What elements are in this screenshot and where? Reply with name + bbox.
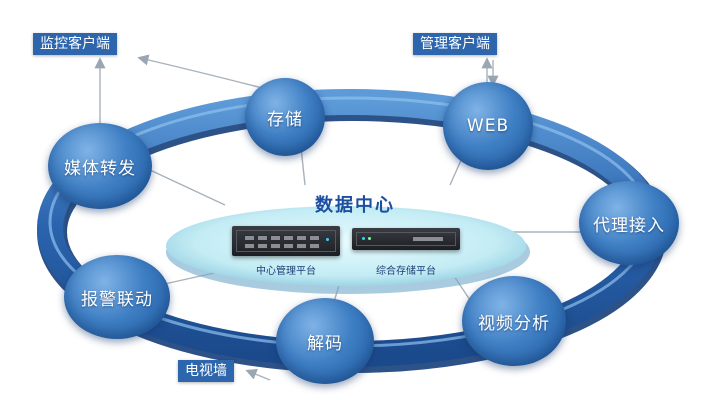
server-left-caption: 中心管理平台 xyxy=(256,266,316,277)
server-left-bay xyxy=(296,235,307,241)
node-proxy-access: 代理接入 xyxy=(579,181,679,265)
server-left-bay xyxy=(309,235,320,241)
node-video-analysis-label: 视频分析 xyxy=(478,313,550,334)
server-left-bay xyxy=(257,235,268,241)
data-center-disc xyxy=(166,206,526,286)
server-left-bay xyxy=(244,235,255,241)
server-left-bay xyxy=(270,235,281,241)
server-left xyxy=(232,226,340,256)
node-storage-label: 存储 xyxy=(267,109,303,130)
server-right-led xyxy=(368,237,371,240)
server-left-bay xyxy=(257,243,268,249)
server-left-bay xyxy=(309,243,320,249)
server-left-bay xyxy=(283,235,294,241)
data-center-title: 数据中心 xyxy=(315,195,395,216)
node-video-analysis: 视频分析 xyxy=(462,276,566,366)
server-left-bay xyxy=(244,243,255,249)
node-storage: 存储 xyxy=(245,78,325,156)
server-right-front xyxy=(356,232,456,246)
server-left-bay xyxy=(296,243,307,249)
node-web-label: WEB xyxy=(466,116,510,136)
tv-wall-label: 电视墙 xyxy=(178,360,234,382)
node-media-forward: 媒体转发 xyxy=(48,123,152,209)
node-decode: 解码 xyxy=(276,298,374,384)
server-right-caption: 综合存储平台 xyxy=(376,266,436,277)
node-web: WEB xyxy=(443,82,533,170)
monitor-client-label: 监控客户端 xyxy=(33,33,117,55)
management-client-label: 管理客户端 xyxy=(413,33,497,55)
server-right-led xyxy=(362,237,365,240)
node-decode-label: 解码 xyxy=(307,333,343,354)
server-left-bay xyxy=(283,243,294,249)
server-left-bay xyxy=(270,243,281,249)
server-right-port xyxy=(412,236,444,242)
node-media-forward-label: 媒体转发 xyxy=(64,158,136,179)
node-alarm-linkage: 报警联动 xyxy=(64,255,170,339)
node-alarm-linkage-label: 报警联动 xyxy=(81,289,153,310)
node-proxy-access-label: 代理接入 xyxy=(593,215,665,236)
server-left-front xyxy=(236,230,336,252)
server-left-led xyxy=(326,238,329,241)
server-right xyxy=(352,228,460,250)
